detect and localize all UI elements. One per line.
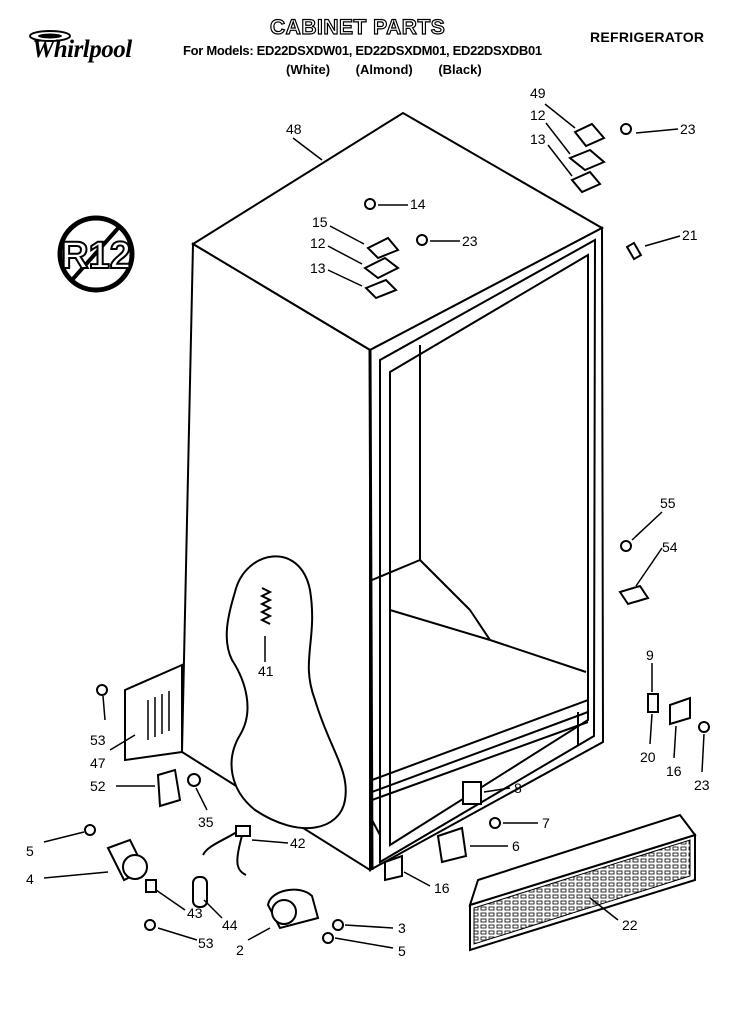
whirlpool-logo — [29, 30, 71, 42]
r12-text: R12 — [61, 235, 131, 277]
screw-53-bottom — [144, 919, 156, 931]
hardware-parts — [84, 122, 710, 944]
side-cutaway — [225, 555, 347, 830]
r12-badge: R12 — [57, 215, 135, 293]
callout-22: 22 — [622, 917, 638, 933]
bracket-16-right — [669, 696, 691, 726]
base-grille — [468, 813, 697, 952]
callout-47: 47 — [90, 755, 106, 771]
hinge-13-center — [364, 278, 398, 300]
callout-7: 7 — [542, 815, 550, 831]
block-8 — [462, 781, 482, 805]
screw-5-right — [322, 932, 334, 944]
callout-2: 2 — [236, 942, 244, 958]
bracket-20 — [647, 693, 659, 713]
leveler-6 — [436, 826, 468, 864]
screw-55 — [620, 540, 632, 552]
callout-12-center: 12 — [310, 235, 326, 251]
callout-44: 44 — [222, 917, 238, 933]
fitting-42 — [235, 825, 251, 837]
callout-3: 3 — [398, 920, 406, 936]
hinge-cover-15 — [366, 236, 400, 260]
screw-7 — [489, 817, 501, 829]
hinge-plate-12-center — [363, 256, 400, 280]
callout-16-right: 16 — [666, 763, 682, 779]
hinge-52 — [156, 768, 182, 808]
callout-42: 42 — [290, 835, 306, 851]
bracket-54 — [618, 584, 650, 606]
callout-53-bottom: 53 — [198, 935, 214, 951]
spring-coil — [259, 587, 273, 625]
color-variants: (White) (Almond) (Black) — [286, 62, 504, 77]
callout-6: 6 — [512, 838, 520, 854]
callout-13-right: 13 — [530, 131, 546, 147]
callout-53-top: 53 — [90, 732, 106, 748]
callout-54: 54 — [662, 539, 678, 555]
callout-15: 15 — [312, 214, 328, 230]
models-line: For Models: ED22DSXDW01, ED22DSXDM01, ED… — [183, 43, 542, 58]
rear-access-panel — [124, 663, 183, 762]
callout-52: 52 — [90, 778, 106, 794]
leader-lines — [43, 103, 705, 949]
callout-23-top: 23 — [680, 121, 696, 137]
callout-49: 49 — [530, 85, 546, 101]
callout-48: 48 — [286, 121, 302, 137]
callout-5-right: 5 — [398, 943, 406, 959]
variant-almond: (Almond) — [355, 62, 413, 77]
callout-55: 55 — [660, 495, 676, 511]
brand-name: Whirlpool — [32, 36, 132, 63]
screw-23-lower — [698, 721, 710, 733]
callout-41: 41 — [258, 663, 274, 679]
wheel-2 — [271, 899, 297, 925]
callout-12-right: 12 — [530, 107, 546, 123]
callout-16-bottom: 16 — [434, 880, 450, 896]
bushing-44 — [192, 876, 208, 908]
screw-3 — [332, 919, 344, 931]
callout-5-left: 5 — [26, 843, 34, 859]
callout-21: 21 — [682, 227, 698, 243]
screw-23-right — [620, 123, 632, 135]
callout-23-center: 23 — [462, 233, 478, 249]
hinge-13-right — [570, 170, 602, 194]
callout-labels: 48 49 12 13 23 21 14 15 12 23 13 55 54 4… — [26, 85, 710, 959]
bracket-43 — [145, 879, 157, 893]
screw-53-top — [96, 684, 108, 696]
hinge-cover-49 — [573, 122, 606, 148]
callout-4: 4 — [26, 871, 34, 887]
callout-35: 35 — [198, 814, 214, 830]
callout-14: 14 — [410, 196, 426, 212]
callout-20: 20 — [640, 749, 656, 765]
page-title: CABINET PARTS — [269, 15, 446, 39]
caster-wheel — [122, 854, 148, 880]
callout-23-lower: 23 — [694, 777, 710, 793]
callout-43: 43 — [187, 905, 203, 921]
callout-8: 8 — [514, 780, 522, 796]
variant-white: (White) — [286, 62, 331, 77]
screw-23-center — [416, 234, 428, 246]
hinge-plate-12-right — [568, 148, 606, 172]
screw-5-left — [84, 824, 96, 836]
variant-black: (Black) — [438, 62, 482, 77]
screw-35 — [187, 773, 201, 787]
callout-9: 9 — [646, 647, 654, 663]
bracket-16-bottom — [384, 854, 403, 882]
screw-14 — [364, 198, 376, 210]
appliance-type: REFRIGERATOR — [590, 29, 705, 45]
callout-13-center: 13 — [310, 260, 326, 276]
clip-21 — [625, 241, 643, 261]
